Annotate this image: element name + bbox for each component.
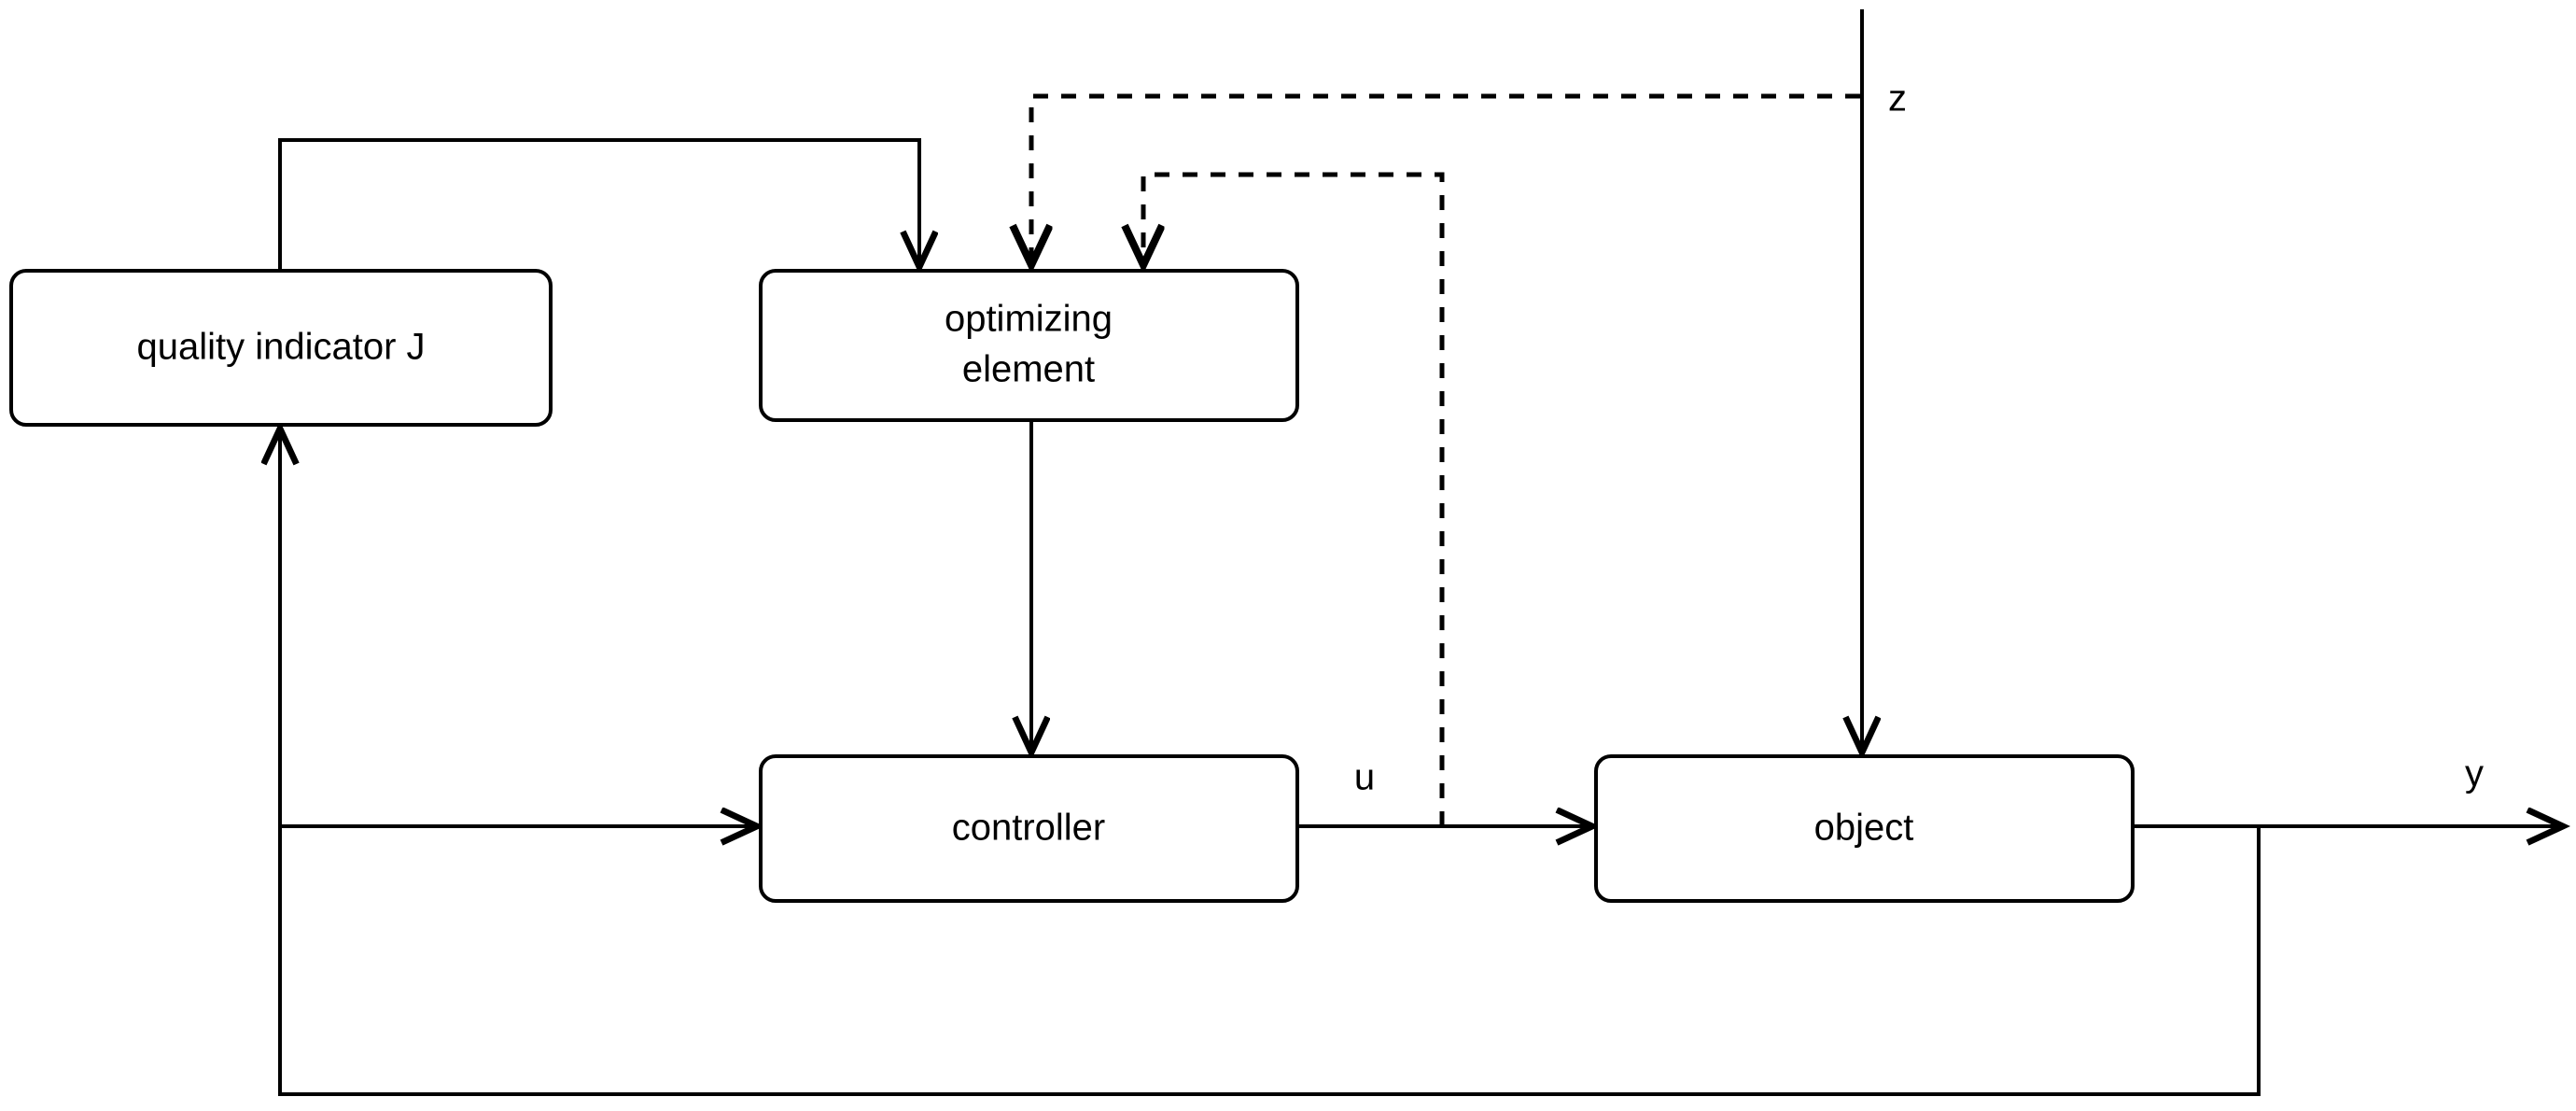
optimizing-element-label-line2: element xyxy=(962,349,1095,390)
block-object[interactable]: object xyxy=(1594,754,2135,903)
signal-label-u: u xyxy=(1354,757,1375,798)
controller-label: controller xyxy=(952,808,1106,849)
quality-indicator-label: quality indicator J xyxy=(136,327,425,368)
signal-label-z: z xyxy=(1888,78,1907,120)
signal-label-y: y xyxy=(2465,753,2484,795)
block-controller[interactable]: controller xyxy=(759,754,1299,903)
wire-dashed-z-to-optimizing-element xyxy=(1031,93,1860,263)
wire-dashed-u-to-optimizing-element xyxy=(1143,172,1445,826)
optimizing-element-box[interactable] xyxy=(759,269,1299,422)
object-label: object xyxy=(1814,808,1914,849)
wire-quality-indicator-to-optimizing-element xyxy=(278,138,919,271)
object-box[interactable] xyxy=(1594,754,2135,903)
quality-indicator-box[interactable] xyxy=(9,269,553,427)
wire-object-to-quality-indicator xyxy=(280,430,2261,1096)
optimizing-element-label-line1: optimizing xyxy=(945,299,1113,340)
controller-box[interactable] xyxy=(759,754,1299,903)
block-optimizing-element[interactable]: optimizing element xyxy=(759,269,1299,422)
block-quality-indicator[interactable]: quality indicator J xyxy=(9,269,553,427)
